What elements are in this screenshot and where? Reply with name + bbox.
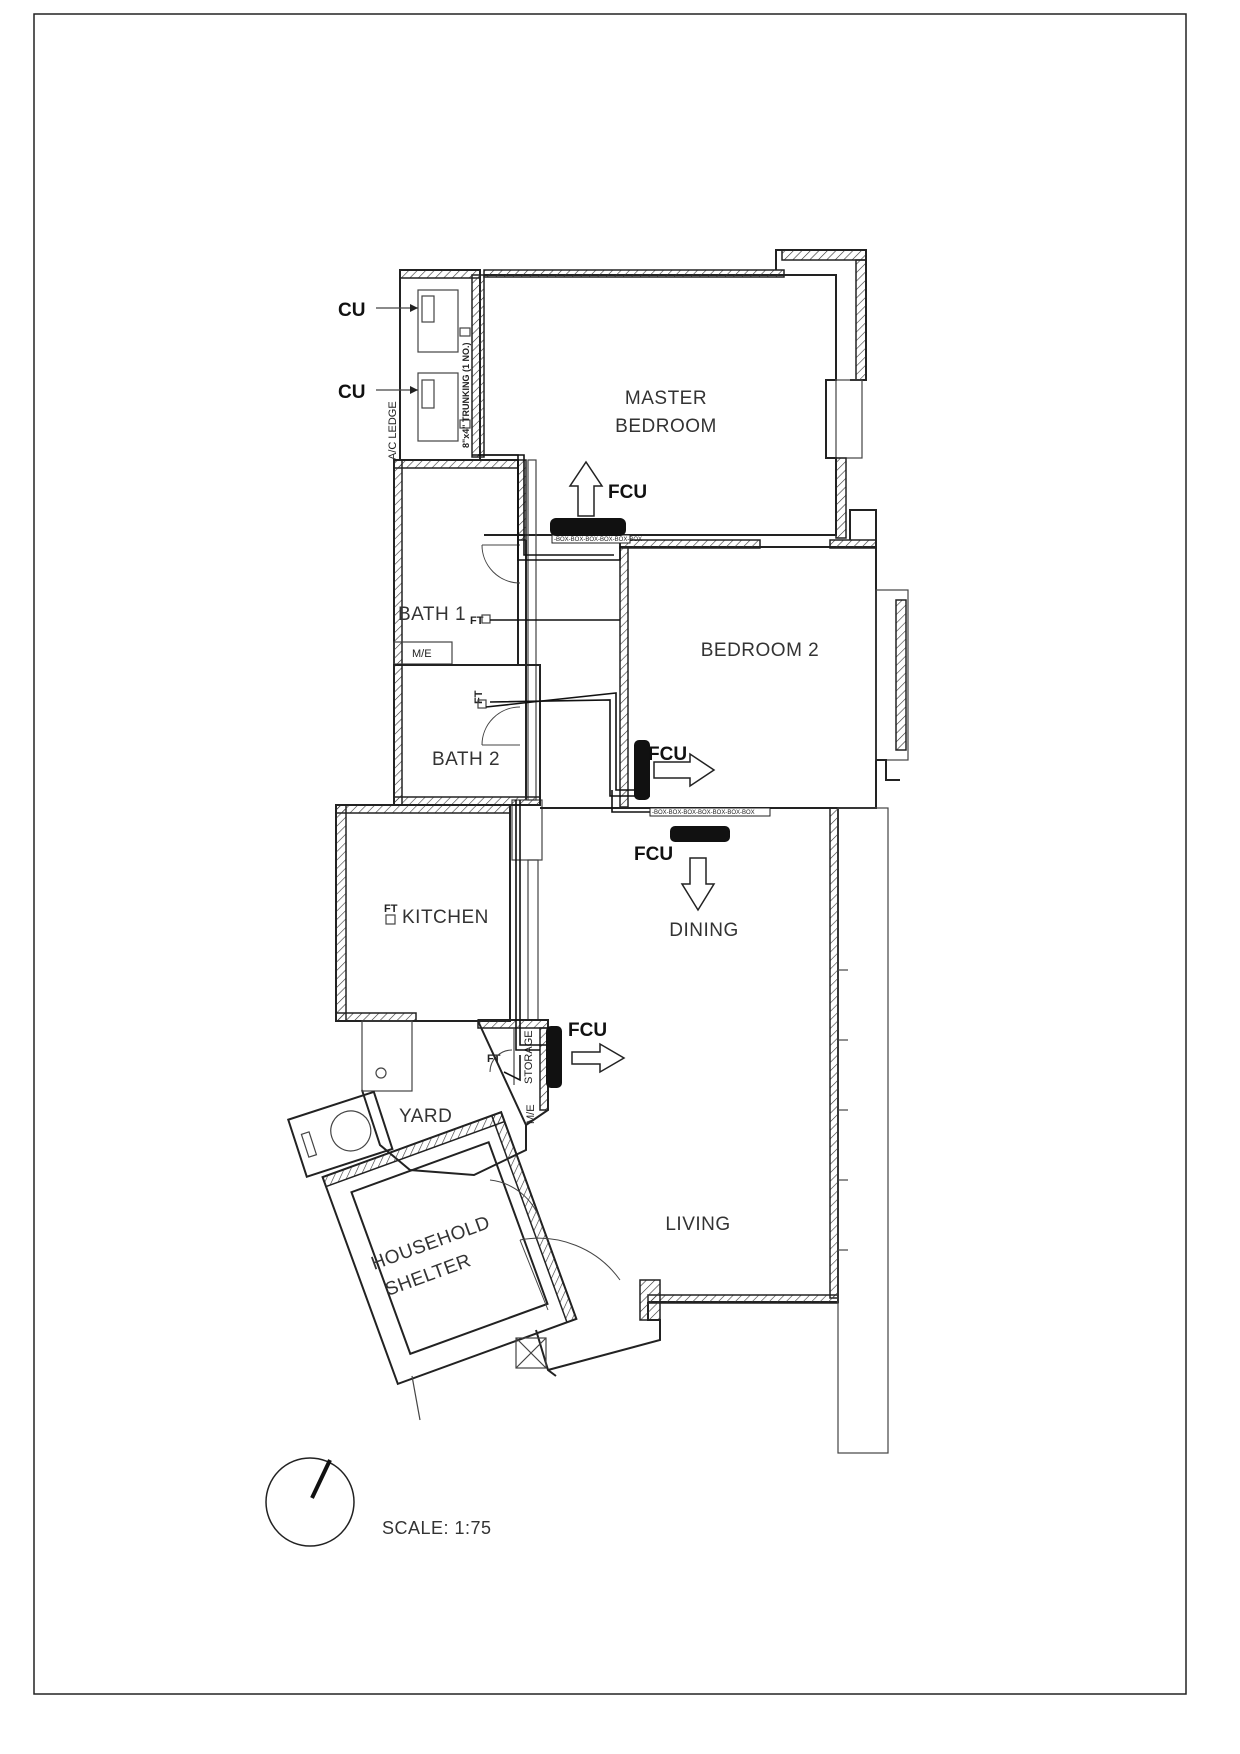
living-label: LIVING xyxy=(665,1214,730,1235)
sheet-border xyxy=(33,13,1187,1695)
entrance-wall xyxy=(547,1320,661,1371)
me-label-storage: M/E xyxy=(525,1104,537,1124)
bath-2-label: BATH 2 xyxy=(432,749,500,770)
master-bedroom-label-2: BEDROOM xyxy=(615,416,717,437)
kitchen-label: KITCHEN xyxy=(402,907,489,928)
bath-1: M/E BATH 1 FT xyxy=(393,459,521,666)
trunking-wall xyxy=(471,274,485,458)
ft-kitchen-label: FT xyxy=(384,903,398,915)
cu-bottom-label: CU xyxy=(338,382,365,403)
exterior-line xyxy=(411,1375,421,1421)
fcu-bedroom2-label: FCU xyxy=(648,744,687,765)
refrigerant-pipes xyxy=(472,454,700,1082)
fcu-living: FCU xyxy=(546,1020,626,1088)
yard: YARD xyxy=(286,1020,527,1179)
scale-label: SCALE: 1:75 xyxy=(382,1518,492,1538)
bedroom-2-label: BEDROOM 2 xyxy=(701,640,820,661)
dining-label: DINING xyxy=(669,920,739,941)
trunk-box-master-label: -BOX-BOX-BOX-BOX-BOX-BOX xyxy=(554,537,642,543)
master-bedroom: MASTER BEDROOM xyxy=(483,249,867,539)
fcu-living-label: FCU xyxy=(568,1020,607,1041)
yard-label: YARD xyxy=(399,1106,452,1127)
north-arrow-icon xyxy=(265,1457,355,1547)
bath-2: BATH 2 FT xyxy=(393,664,541,806)
me-label-bath1: M/E xyxy=(412,648,432,660)
bedroom-2: BEDROOM 2 xyxy=(619,509,909,809)
cu-unit-bottom xyxy=(417,372,471,442)
fcu-master-bedroom: FCU xyxy=(550,460,647,536)
ac-ledge-label: A/C LEDGE xyxy=(387,401,399,460)
kitchen: KITCHEN FT xyxy=(335,804,539,1022)
cu-unit-top xyxy=(417,289,471,353)
trunking-label: 8"x4" TRUNKING (1 NO.) xyxy=(461,342,471,448)
fcu-bedroom-2: FCU xyxy=(634,740,716,800)
storage-label: STORAGE xyxy=(523,1030,535,1084)
cu-top-label: CU xyxy=(338,300,365,321)
fcu-dining-label: FCU xyxy=(634,844,673,865)
trunk-box-bedroom xyxy=(649,807,771,817)
master-bedroom-label-1: MASTER xyxy=(625,388,707,409)
household-shelter: HOUSEHOLD SHELTER xyxy=(321,1110,621,1386)
ft-bath1-label: FT xyxy=(470,615,484,627)
storage-area: STORAGE M/E FT xyxy=(477,1019,549,1126)
ft-bath2-label: FT xyxy=(473,690,485,704)
bath-1-label: BATH 1 xyxy=(398,604,466,625)
trunk-box-bedroom-label: -BOX-BOX-BOX-BOX-BOX-BOX-BOX xyxy=(652,810,755,816)
fcu-master-label: FCU xyxy=(608,482,647,503)
fcu-dining: FCU xyxy=(634,826,730,912)
dining-living: DINING LIVING xyxy=(540,807,889,1454)
